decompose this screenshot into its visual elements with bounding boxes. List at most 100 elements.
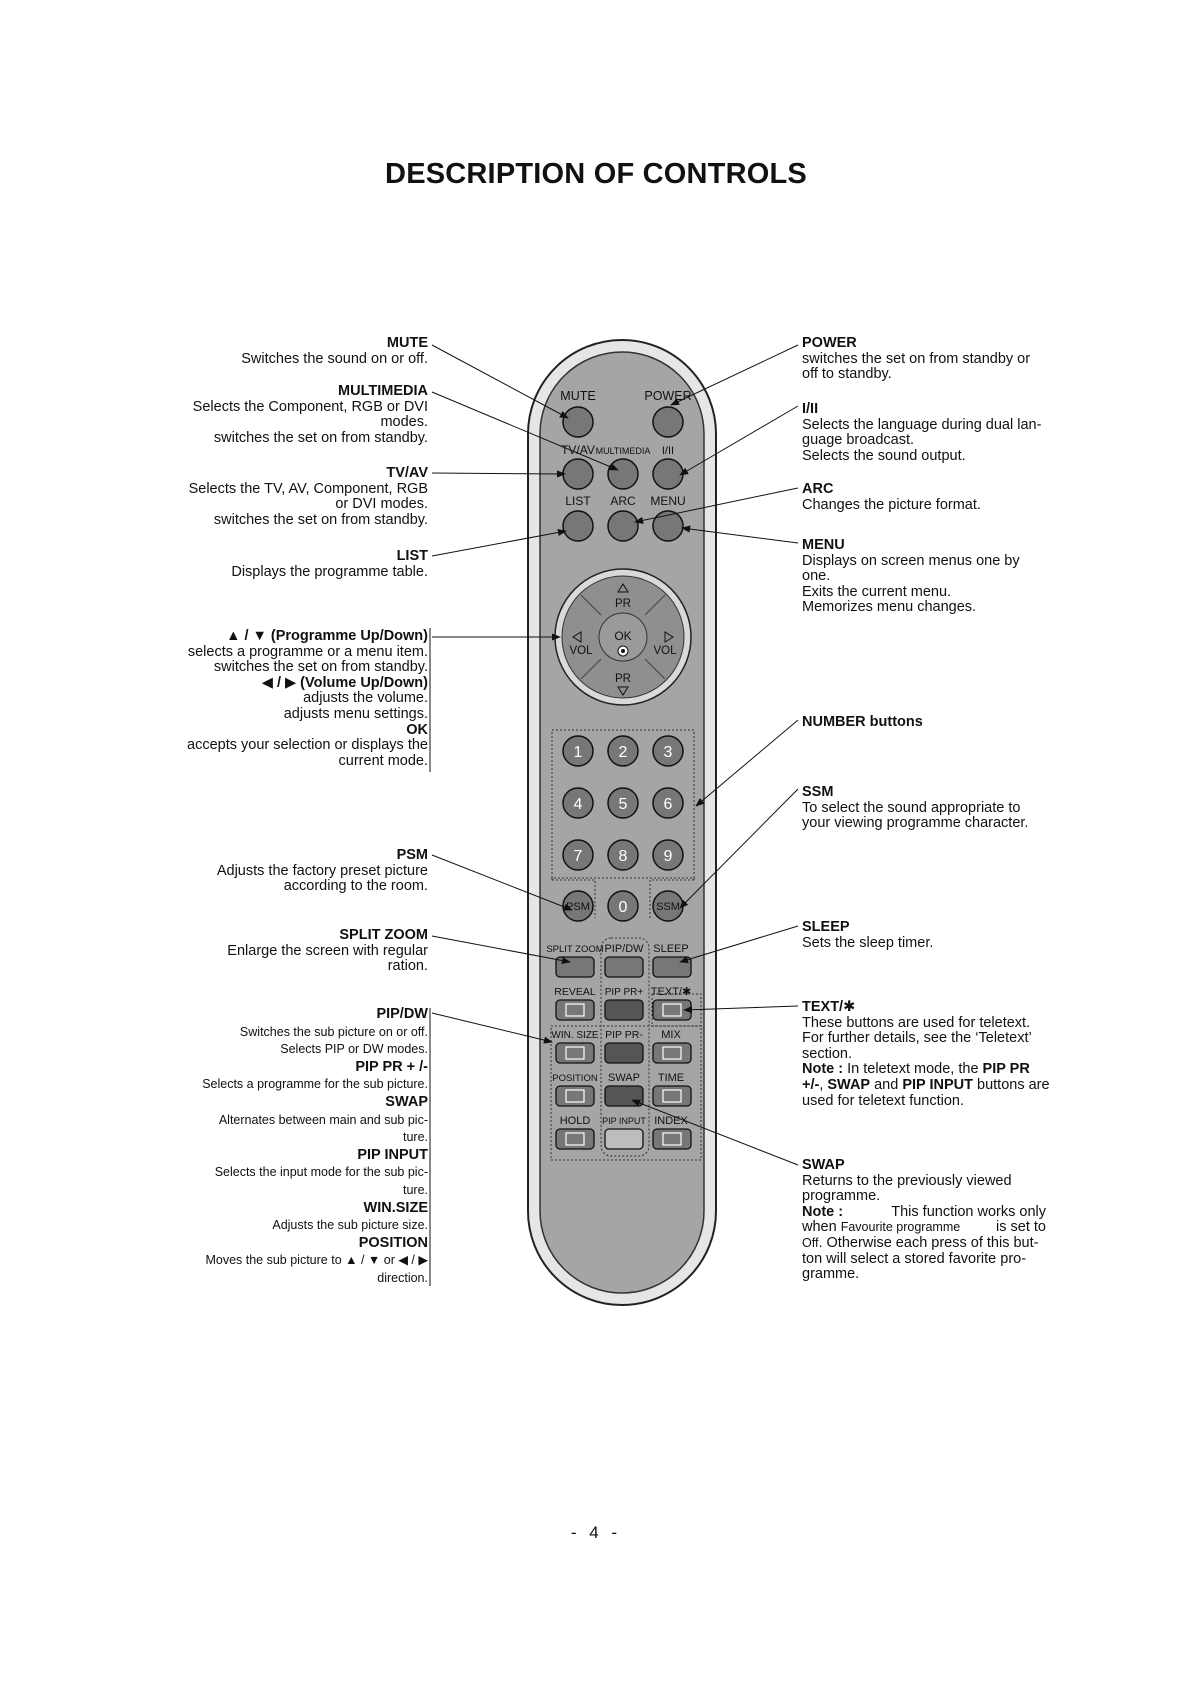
label-line: Selects the TV, AV, Component, RGB: [188, 480, 428, 497]
label-text-note-2: +/-, SWAP and PIP INPUT buttons are: [802, 1076, 1060, 1094]
label-line: ture.: [402, 1130, 428, 1145]
hold-button[interactable]: [555, 1128, 595, 1150]
note-text: . Otherwise each press of this but-: [818, 1234, 1039, 1251]
number-button-2[interactable]: [607, 735, 639, 767]
label-line: Selects PIP or DW modes.: [280, 1042, 428, 1057]
remote-label-vol-right: VOL: [653, 645, 677, 657]
number-label-6: 6: [664, 796, 673, 813]
label-vol-heading: ◀ / ▶ (Volume Up/Down): [261, 674, 428, 691]
remote-label-pip-pr-plus: PIP PR+: [605, 987, 644, 998]
remote-label-hold: HOLD: [560, 1115, 591, 1127]
number-label-7: 7: [574, 848, 583, 865]
label-pr-heading: ▲ / ▼ (Programme Up/Down): [226, 628, 428, 644]
swap-button[interactable]: [604, 1085, 644, 1107]
label-tvav: TV/AV Selects the TV, AV, Component, RGB…: [148, 465, 428, 528]
label-line: according to the room.: [283, 878, 428, 895]
page-number: - 4 -: [570, 1523, 622, 1542]
label-line: Memorizes menu changes.: [802, 599, 977, 616]
power-button[interactable]: [652, 406, 684, 438]
label-mute: MUTE Switches the sound on or off.: [148, 335, 428, 367]
label-i-ii-heading: I/II: [802, 401, 819, 417]
label-multimedia-heading: MULTIMEDIA: [338, 383, 428, 399]
i-ii-button[interactable]: [652, 458, 684, 490]
label-line: For further details, see the ‘Teletext’: [802, 1030, 1032, 1047]
ok-button[interactable]: [598, 612, 648, 662]
note-bold: PIP INPUT: [902, 1076, 973, 1093]
index-icon: [662, 1132, 682, 1146]
label-line: or DVI modes.: [335, 496, 428, 513]
number-button-4[interactable]: [562, 787, 594, 819]
time-button[interactable]: [652, 1085, 692, 1107]
number-button-1[interactable]: [562, 735, 594, 767]
label-line: accepts your selection or displays the: [187, 737, 428, 754]
win-size-icon: [565, 1046, 585, 1060]
number-button-9[interactable]: [652, 839, 684, 871]
mix-icon: [662, 1046, 682, 1060]
label-line: Moves the sub picture to ▲ / ▼ or ◀ / ▶: [205, 1253, 428, 1268]
number-block-frame: [551, 729, 695, 879]
remote-label-list: LIST: [565, 494, 591, 508]
label-swap-heading: SWAP: [385, 1093, 428, 1110]
label-line: Sets the sleep timer.: [802, 934, 934, 951]
label-text: TEXT/✱ These buttons are used for telete…: [802, 999, 1060, 1109]
reveal-button[interactable]: [555, 999, 595, 1021]
pip-pr-plus-button[interactable]: [604, 999, 644, 1021]
label-line: adjusts menu settings.: [283, 705, 428, 722]
multimedia-button[interactable]: [607, 458, 639, 490]
mix-button[interactable]: [652, 1042, 692, 1064]
label-line: Selects the language during dual lan-: [802, 416, 1042, 433]
label-line: used for teletext function.: [802, 1092, 965, 1109]
label-swap-right: SWAP Returns to the previously viewed pr…: [802, 1157, 1046, 1283]
pip-input-button[interactable]: [604, 1128, 644, 1150]
time-icon: [662, 1089, 682, 1103]
label-line: These buttons are used for teletext.: [802, 1014, 1031, 1031]
pip-pr-minus-button[interactable]: [604, 1042, 644, 1064]
position-button[interactable]: [555, 1085, 595, 1107]
note-text: and: [870, 1076, 903, 1093]
label-pipdw-heading: PIP/DW: [376, 1006, 428, 1022]
label-position-heading: POSITION: [358, 1234, 428, 1251]
number-button-6[interactable]: [652, 787, 684, 819]
note-label: Note :: [802, 1203, 844, 1220]
label-line: Returns to the previously viewed: [802, 1172, 1012, 1189]
win-size-button[interactable]: [555, 1042, 595, 1064]
number-label-5: 5: [619, 796, 628, 813]
label-line: your viewing programme character.: [802, 815, 1029, 832]
pip-column-frame: [600, 937, 650, 1157]
remote-label-mix: MIX: [661, 1029, 681, 1041]
text-icon: [662, 1003, 682, 1017]
label-tvav-heading: TV/AV: [386, 465, 428, 481]
label-split-zoom: SPLIT ZOOM Enlarge the screen with regul…: [148, 927, 428, 975]
vol-left-icon: [572, 631, 582, 643]
number-button-8[interactable]: [607, 839, 639, 871]
tvav-button[interactable]: [562, 458, 594, 490]
remote-label-vol-left: VOL: [569, 645, 593, 657]
index-button[interactable]: [652, 1128, 692, 1150]
number-button-5[interactable]: [607, 787, 639, 819]
note-bold: +/-: [802, 1076, 820, 1093]
label-text-note: Note : In teletext mode, the PIP PR: [802, 1062, 1060, 1078]
number-button-3[interactable]: [652, 735, 684, 767]
number-button-0[interactable]: [607, 890, 639, 922]
arc-button[interactable]: [607, 510, 639, 542]
label-line: switches the set on from standby.: [213, 511, 428, 528]
label-line: guage broadcast.: [802, 432, 915, 449]
label-list: LIST Displays the programme table.: [148, 548, 428, 580]
hold-icon: [565, 1132, 585, 1146]
list-button[interactable]: [562, 510, 594, 542]
label-power: POWER switches the set on from standby o…: [802, 335, 1060, 383]
label-arc: ARC Changes the picture format.: [802, 481, 1060, 513]
remote-label-win-size: WIN. SIZE: [551, 1030, 599, 1041]
remote-label-mute: MUTE: [560, 389, 595, 403]
label-line: switches the set on from standby or: [802, 350, 1031, 367]
label-line: Adjusts the sub picture size.: [272, 1218, 428, 1233]
note-label: Note :: [802, 1061, 844, 1078]
remote-label-reveal: REVEAL: [554, 986, 596, 998]
label-line: one.: [802, 568, 831, 585]
remote-label-i-ii: I/II: [662, 445, 674, 457]
mute-button[interactable]: [562, 406, 594, 438]
number-button-7[interactable]: [562, 839, 594, 871]
label-line: adjusts the volume.: [303, 690, 428, 707]
pipdw-button[interactable]: [604, 956, 644, 978]
label-line: section.: [802, 1045, 852, 1062]
